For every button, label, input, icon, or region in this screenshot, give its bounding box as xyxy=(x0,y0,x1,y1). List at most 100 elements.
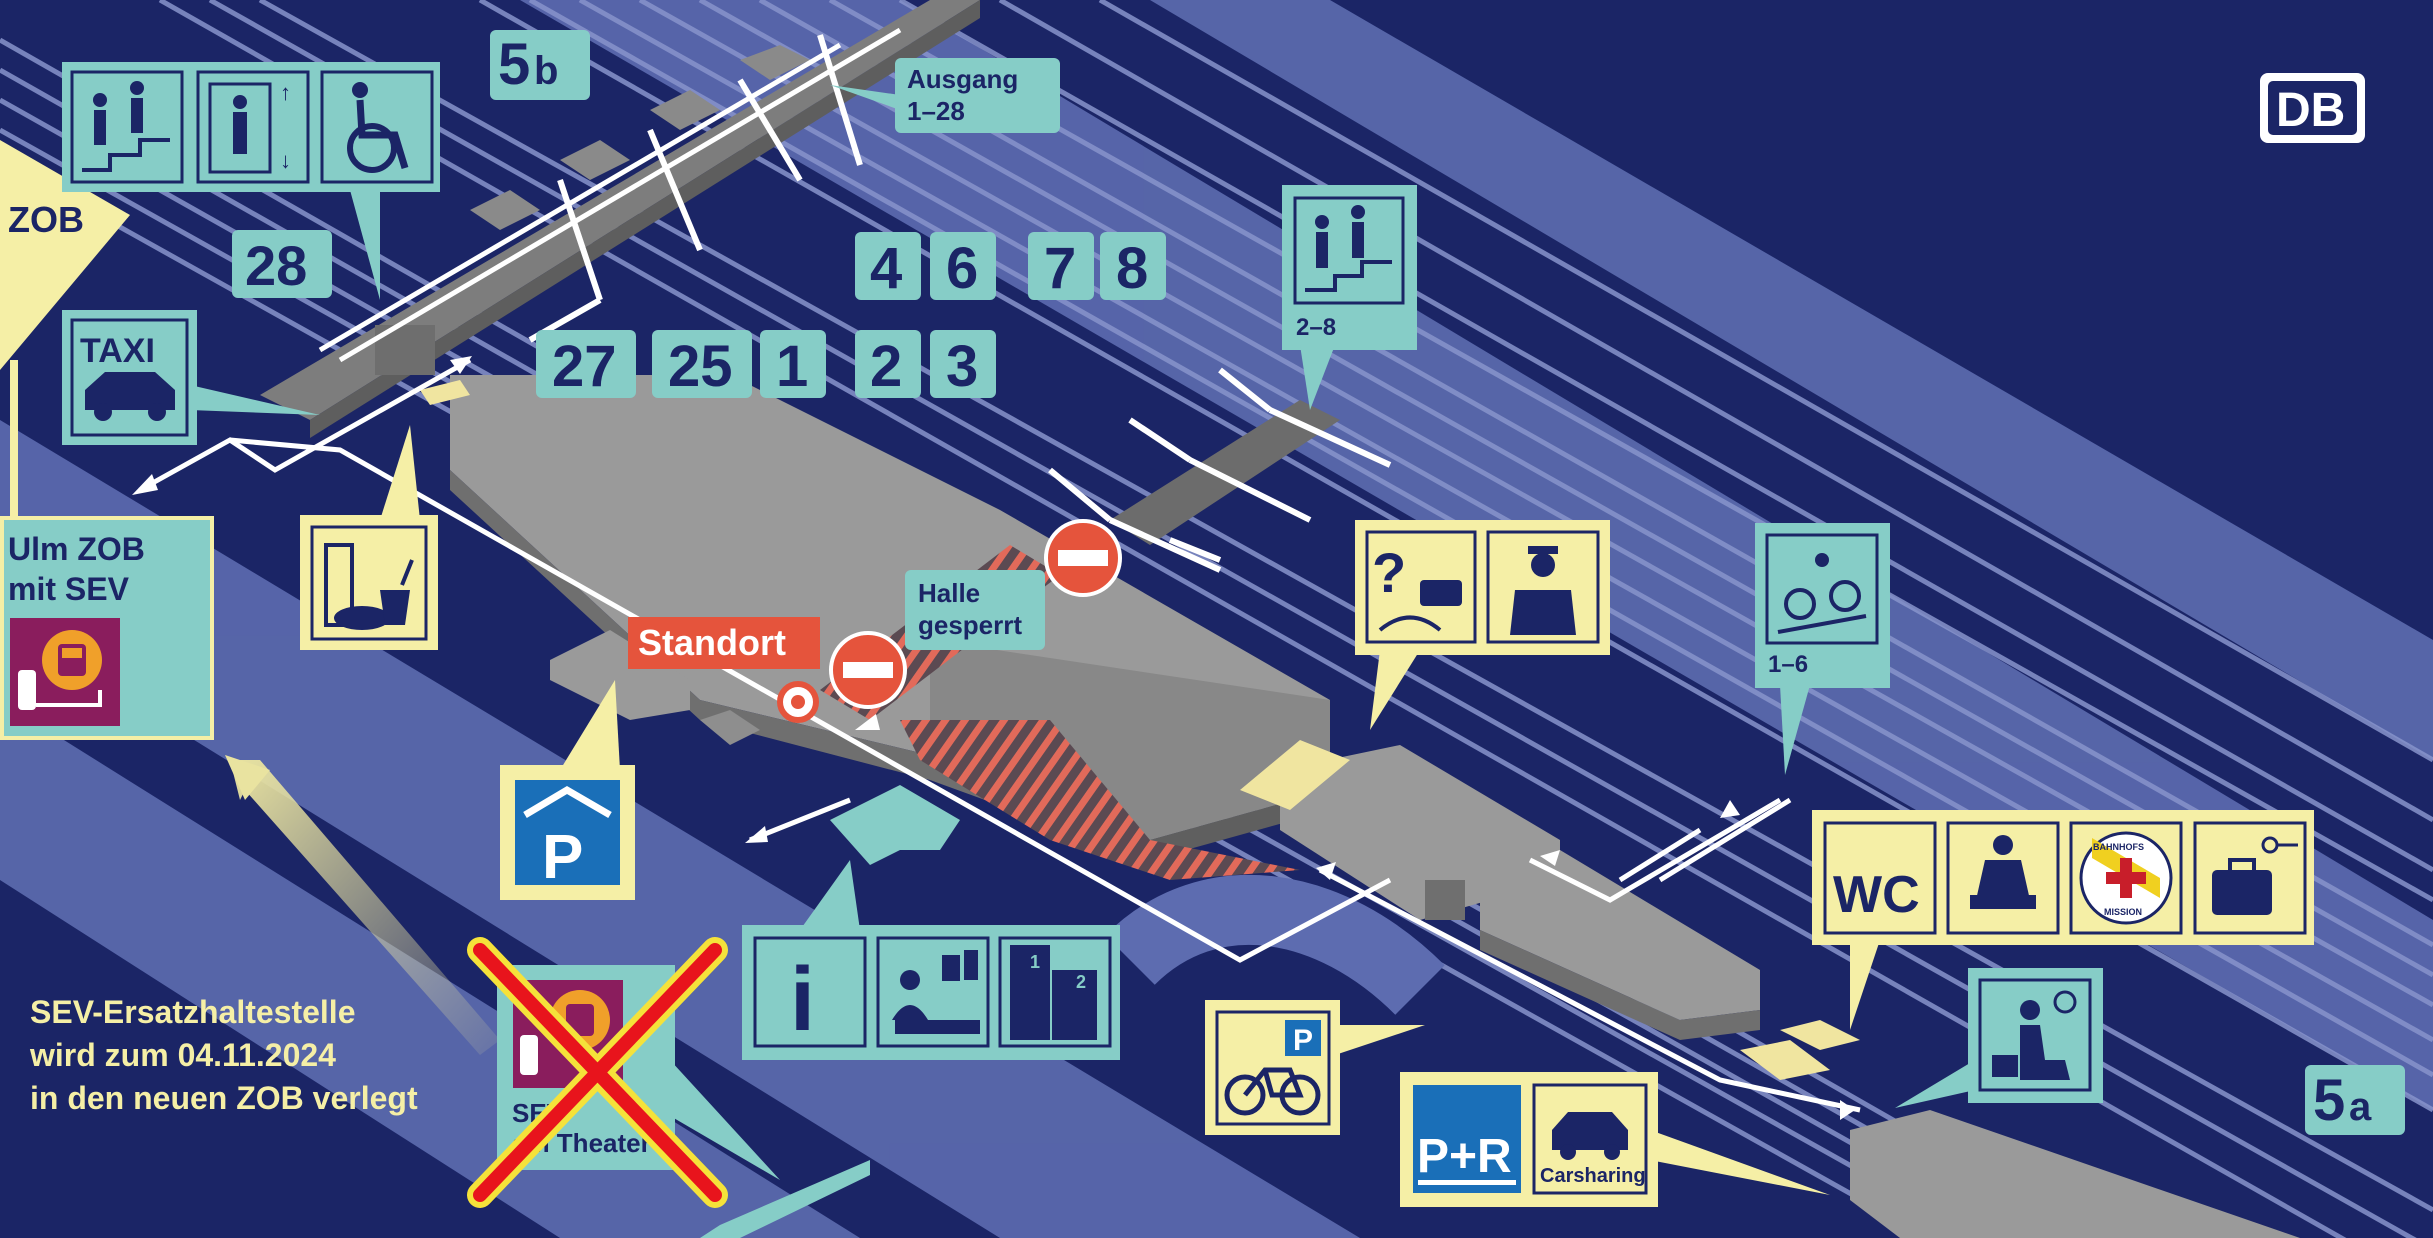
ulm-zob-line2: mit SEV xyxy=(8,571,130,607)
platform-5a: 5 a xyxy=(2305,1065,2405,1135)
waiting-room-icon xyxy=(1978,978,2092,1092)
amenities-panel: WC BAHNHOFS MISSION xyxy=(1812,810,2314,1030)
stairs-icon xyxy=(1293,196,1405,305)
svg-text:1–6: 1–6 xyxy=(1768,651,1808,678)
svg-text:Carsharing: Carsharing xyxy=(1540,1165,1646,1187)
bike-stairs-panel: 1–6 xyxy=(1755,523,1890,775)
stairs-2-8-panel: 2–8 xyxy=(1282,185,1417,410)
svg-text:7: 7 xyxy=(1044,236,1076,301)
wheelchair-icon xyxy=(320,70,434,184)
svg-text:5: 5 xyxy=(498,32,530,97)
svg-text:28: 28 xyxy=(245,234,307,297)
bike-parking-icon xyxy=(1215,1010,1331,1126)
path-arrows xyxy=(132,356,1855,1120)
bike-stairs-icon xyxy=(1765,533,1879,645)
service-desk-icon xyxy=(876,936,990,1048)
svg-text:2–8: 2–8 xyxy=(1296,314,1336,341)
platform-top-row: 4 6 7 8 xyxy=(855,232,1166,301)
svg-text:i: i xyxy=(790,950,815,1050)
svg-text:?: ? xyxy=(1372,541,1406,604)
sev-notice: SEV-Ersatzhaltestelle wird zum 04.11.202… xyxy=(29,994,418,1116)
zob-label: ZOB xyxy=(8,199,84,240)
bike-parking-panel: P xyxy=(1205,1000,1425,1135)
svg-text:Ausgang: Ausgang xyxy=(907,64,1018,94)
stairs-icon xyxy=(70,70,184,184)
svg-text:P: P xyxy=(542,823,583,892)
bridge-exit-arrows xyxy=(528,34,1392,573)
taxi-panel: TAXI xyxy=(62,310,320,445)
luggage-storage-icon xyxy=(2193,821,2307,935)
svg-text:↓: ↓ xyxy=(280,148,291,173)
svg-text:5: 5 xyxy=(2313,1068,2345,1133)
elevator-icon xyxy=(196,70,310,184)
parking-garage-panel: P xyxy=(500,680,635,900)
sev-arrow-head xyxy=(225,755,270,800)
park-ride-panel: P+R Carsharing xyxy=(1400,1072,1830,1207)
parking-building xyxy=(550,630,690,720)
svg-text:2: 2 xyxy=(1076,972,1086,992)
access-panel: ↑↓ xyxy=(62,62,440,300)
svg-text:P+R: P+R xyxy=(1417,1130,1512,1183)
svg-text:P: P xyxy=(1293,1024,1313,1057)
svg-text:2: 2 xyxy=(870,334,902,399)
kiosk xyxy=(700,710,760,745)
svg-text:SEV-Ersatzhaltestelle: SEV-Ersatzhaltestelle xyxy=(30,994,355,1030)
svg-text:wird zum 04.11.2024: wird zum 04.11.2024 xyxy=(29,1037,336,1073)
db-logo: DB xyxy=(2260,73,2365,143)
svg-text:b: b xyxy=(534,49,558,93)
svg-text:a: a xyxy=(2349,1085,2372,1129)
footbridge-east xyxy=(1110,400,1340,545)
svg-text:gesperrt: gesperrt xyxy=(918,610,1022,640)
svg-text:DB: DB xyxy=(2276,84,2345,137)
platform-buildings-south xyxy=(1280,745,2300,1238)
platform-28: 28 xyxy=(232,230,332,298)
parking-garage-icon xyxy=(515,780,620,885)
svg-text:WC: WC xyxy=(1833,866,1920,924)
svg-text:↑: ↑ xyxy=(280,80,291,105)
no-entry-icon xyxy=(1044,519,1122,597)
info-icon xyxy=(753,936,867,1048)
station-staff-icon xyxy=(1486,530,1600,644)
svg-text:4: 4 xyxy=(870,236,902,301)
svg-text:8: 8 xyxy=(1116,236,1148,301)
park-and-ride-icon xyxy=(1413,1085,1521,1193)
standort-marker: Standort xyxy=(628,617,820,723)
wc-icon xyxy=(1823,821,1937,935)
platform-5b: 5 b xyxy=(490,30,590,100)
service-panel: ? xyxy=(1355,520,1610,730)
sev-am-theater-panel: SEV am Theater xyxy=(467,937,780,1208)
lockers-icon xyxy=(998,936,1112,1048)
svg-text:27: 27 xyxy=(552,334,617,399)
halle-gesperrt-label: Halle gesperrt xyxy=(905,570,1045,650)
svg-text:1: 1 xyxy=(1030,952,1040,972)
svg-text:1–28: 1–28 xyxy=(907,96,965,126)
food-icon xyxy=(310,525,428,641)
footbridge-north xyxy=(260,0,980,438)
svg-text:Standort: Standort xyxy=(638,622,786,663)
bahnhofsmission-icon xyxy=(2069,821,2183,935)
taxi-icon xyxy=(70,318,189,437)
svg-text:1: 1 xyxy=(776,334,808,399)
svg-text:25: 25 xyxy=(668,334,733,399)
ausgang-label: Ausgang 1–28 xyxy=(830,58,1060,133)
svg-text:in den neuen ZOB verlegt: in den neuen ZOB verlegt xyxy=(30,1080,418,1116)
bus-replacement-icon xyxy=(10,618,120,726)
waiting-room-panel xyxy=(1895,968,2103,1108)
platform-bottom-row: 27 25 1 2 3 xyxy=(536,330,996,399)
yellow-buildings xyxy=(420,380,1860,1080)
sev-relocation-arrow xyxy=(230,760,500,1055)
ulm-zob-line1: Ulm ZOB xyxy=(8,531,145,567)
svg-text:TAXI: TAXI xyxy=(80,332,155,370)
zob-connector xyxy=(10,360,18,520)
road-curve xyxy=(1105,875,1445,1016)
baby-change-icon xyxy=(1946,821,2060,935)
svg-text:BAHNHOFS: BAHNHOFS xyxy=(2093,842,2144,852)
carsharing-icon xyxy=(1532,1083,1648,1195)
svg-text:3: 3 xyxy=(946,334,978,399)
info-building xyxy=(830,785,960,865)
food-panel xyxy=(300,425,438,650)
zob-wedge xyxy=(0,140,130,370)
no-entry-icon xyxy=(829,631,907,709)
info-panel: i 1 2 xyxy=(742,860,1120,1060)
bus-stop-strip xyxy=(700,1160,870,1238)
